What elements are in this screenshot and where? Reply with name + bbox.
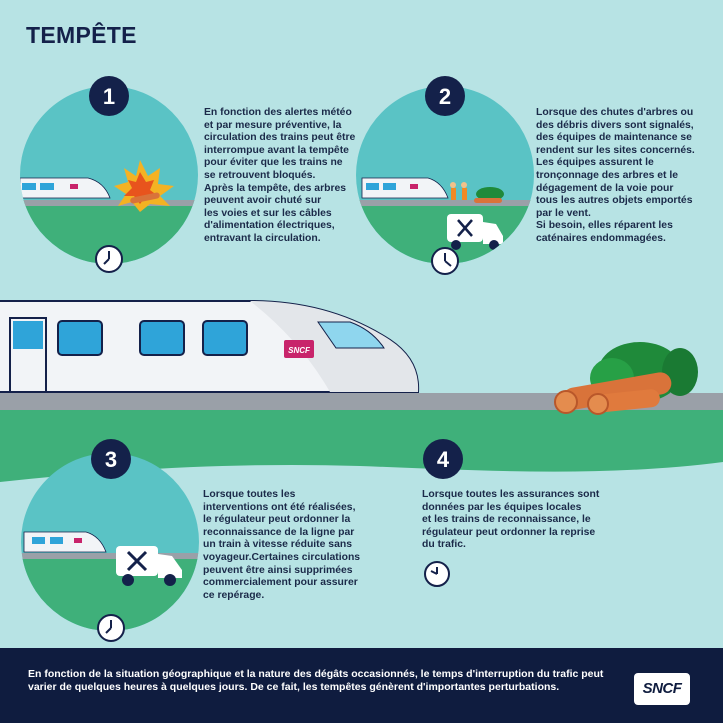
step-4-text: Lorsque toutes les assurances sont donné…	[422, 489, 600, 551]
step-3-text: Lorsque toutes les interventions ont été…	[203, 489, 361, 601]
step-2-badge	[425, 76, 465, 116]
step-4-number: 4	[437, 447, 450, 472]
step-1-number: 1	[103, 84, 115, 109]
train-scene: SNCF	[0, 300, 723, 415]
footer-text: En fonction de la situation géographique…	[28, 668, 604, 694]
footer	[0, 648, 723, 723]
step-3-badge	[91, 439, 131, 479]
sncf-train-logo-text: SNCF	[288, 346, 311, 355]
page-title: TEMPÊTE	[26, 22, 137, 48]
step-2-number: 2	[439, 84, 451, 109]
step-1-badge	[89, 76, 129, 116]
step-4-badge	[423, 439, 463, 479]
circle-scene-1	[20, 76, 198, 273]
sncf-train-logo	[284, 340, 314, 358]
grass-band	[0, 410, 723, 482]
step-2-text: Lorsque des chutes d'arbres ou des débri…	[536, 107, 695, 244]
step-3-number: 3	[105, 447, 117, 472]
step-1-text: En fonction des alertes météo et par mes…	[204, 107, 356, 244]
track	[0, 393, 723, 410]
sncf-logo: SNCF	[642, 680, 682, 697]
sncf-logo-box	[634, 673, 690, 705]
